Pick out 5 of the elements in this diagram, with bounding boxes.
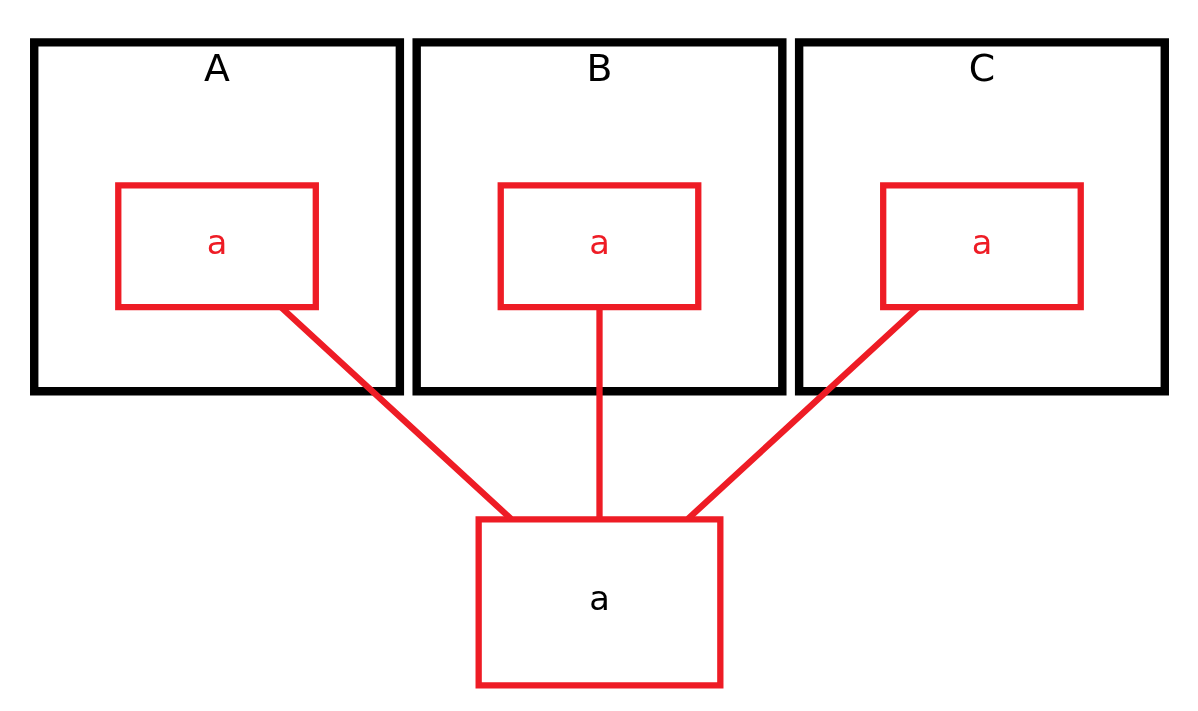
node-box: a [475, 516, 723, 689]
node-box: a [497, 182, 701, 311]
node-box: a [879, 182, 1084, 311]
connector [595, 307, 603, 519]
node-box: a [114, 182, 319, 311]
